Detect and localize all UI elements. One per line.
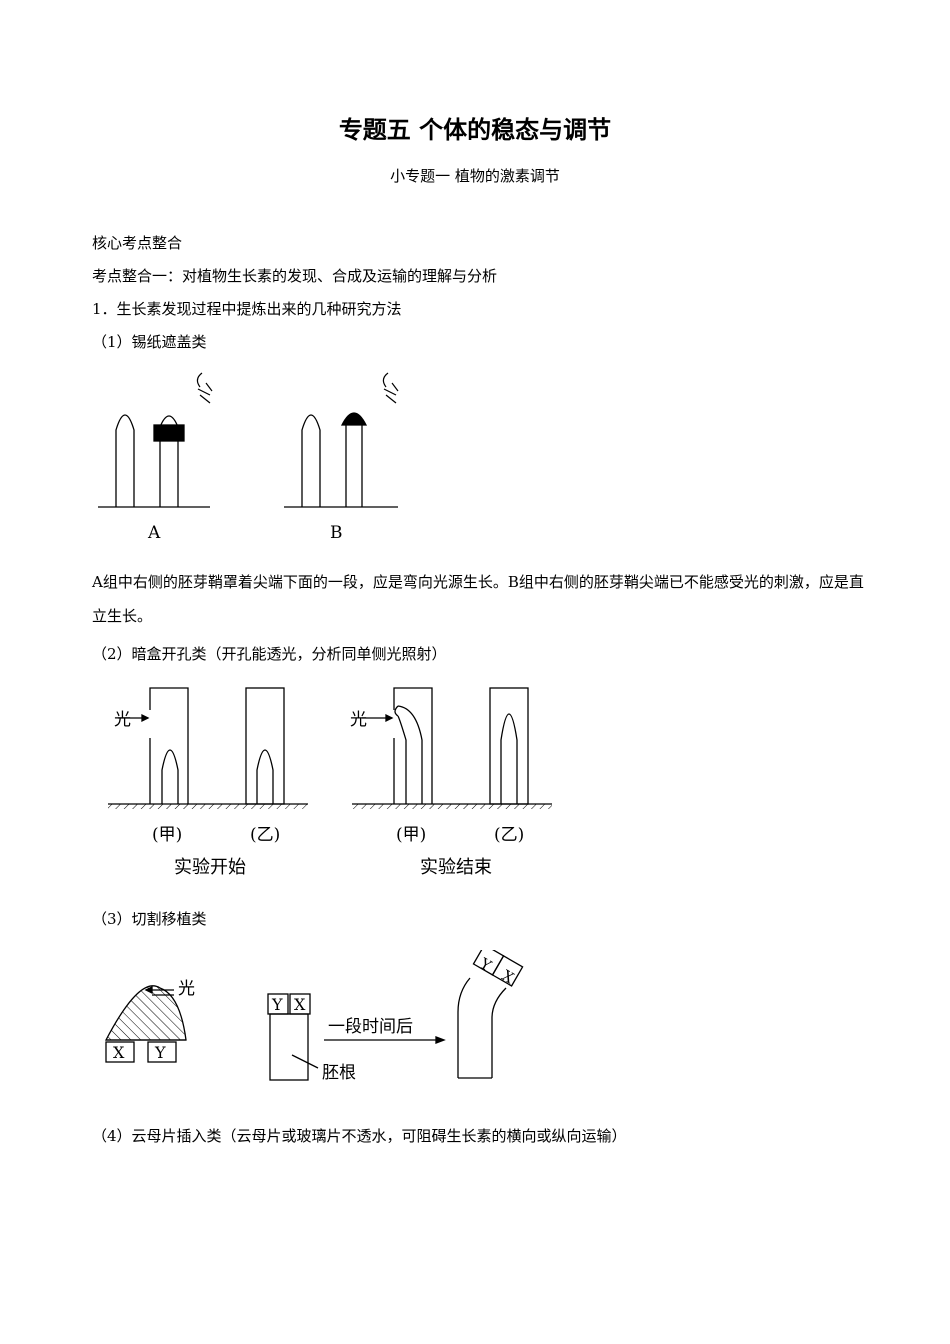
yi-label-end: (乙) <box>494 825 524 845</box>
page-subtitle: 小专题一 植物的激素调节 <box>390 167 560 185</box>
yi-label-start: (乙) <box>250 825 280 845</box>
group-b-coleoptiles <box>284 412 398 508</box>
light-source-icon <box>382 372 399 404</box>
jia-label-start: (甲) <box>152 825 182 845</box>
experiment-start-diagram <box>108 687 308 809</box>
light-source-icon <box>196 372 213 404</box>
light-label-start: 光 <box>114 710 131 730</box>
figure-foil-covering: A B <box>98 372 399 543</box>
section-heading: 核心考点整合 <box>92 234 183 252</box>
subsection-2: （2）暗盒开孔类（开孔能透光，分析同单侧光照射） <box>92 645 447 663</box>
item-1: 1．生长素发现过程中提炼出来的几种研究方法 <box>92 300 402 318</box>
jia-label-end: (甲) <box>396 825 426 845</box>
label-b: B <box>330 523 343 543</box>
radicle-label: 胚根 <box>322 1063 356 1083</box>
subsection-4: （4）云母片插入类（云母片或玻璃片不透水，可阻碍生长素的横向或纵向运输） <box>92 1127 627 1145</box>
paragraph-foil-analysis: A组中右侧的胚芽鞘罩着尖端下面的一段，应是弯向光源生长。B组中右侧的胚芽鞘尖端已… <box>92 573 864 625</box>
topic-heading: 考点整合一：对植物生长素的发现、合成及运输的理解与分析 <box>92 267 498 285</box>
caption-end: 实验结束 <box>420 857 492 878</box>
radicle-y-label: Y <box>271 995 283 1014</box>
caption-start: 实验开始 <box>174 857 246 878</box>
figure-cut-transplant: 光 X Y Y X 一段时间后 胚根 Y X <box>104 950 524 1083</box>
subsection-1: （1）锡纸遮盖类 <box>92 333 207 351</box>
foil-tip-cap <box>340 412 368 426</box>
light-label-cut: 光 <box>178 979 195 999</box>
radicle-diagram <box>267 950 524 1081</box>
bent-x-label: X <box>499 966 518 987</box>
block-x-label: X <box>113 1043 125 1062</box>
label-a: A <box>147 523 161 543</box>
page-title: 专题五 个体的稳态与调节 <box>338 116 612 144</box>
subsection-3: （3）切割移植类 <box>92 910 207 928</box>
radicle-x-label: X <box>294 995 306 1014</box>
arrow-label: 一段时间后 <box>328 1017 413 1037</box>
foil-cap <box>153 424 185 442</box>
light-label-end: 光 <box>350 710 367 730</box>
bent-y-label: Y <box>476 954 495 976</box>
coleoptile-tip-diagram <box>104 985 187 1063</box>
group-a-coleoptiles <box>98 414 210 508</box>
experiment-end-diagram <box>352 687 552 809</box>
figure-dark-box: 光 (甲) (乙) 实验开始 光 (甲) (乙) 实验结束 <box>108 687 552 878</box>
block-y-label: Y <box>154 1043 166 1062</box>
